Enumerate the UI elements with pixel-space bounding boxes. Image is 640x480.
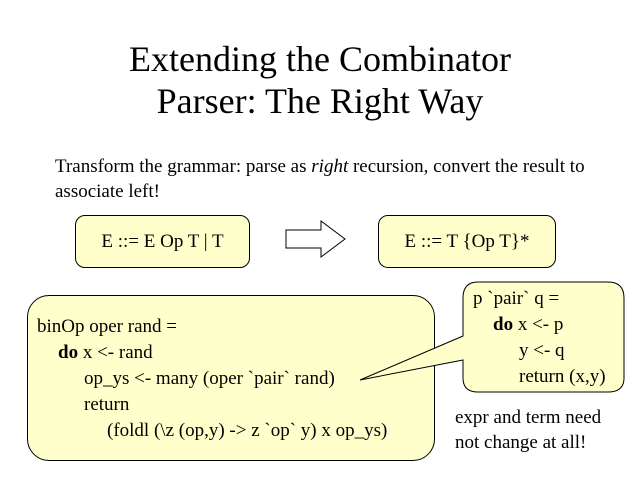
pair-line-1: p `pair` q = bbox=[473, 288, 560, 309]
pair-line-3: y <- q bbox=[519, 340, 565, 361]
intro-before: Transform the grammar: parse as bbox=[55, 156, 312, 177]
grammar-left-box: E ::= E Op T | T bbox=[75, 215, 250, 268]
binop-line-1: binOp oper rand = bbox=[37, 316, 177, 337]
binop-line-2-rest: x <- rand bbox=[78, 342, 153, 363]
note-line-1: expr and term need bbox=[455, 407, 602, 428]
pair-line-2: do x <- p bbox=[493, 312, 563, 338]
pair-do-keyword: do bbox=[493, 314, 514, 335]
intro-text: Transform the grammar: parse as right re… bbox=[55, 154, 615, 204]
slide-title: Extending the Combinator Parser: The Rig… bbox=[0, 38, 640, 122]
transform-arrow-icon bbox=[285, 220, 346, 258]
binop-line-5: (foldl (\z (op,y) -> z `op` y) x op_ys) bbox=[107, 420, 388, 441]
binop-line-2: do x <- rand bbox=[58, 340, 153, 366]
intro-after: recursion, convert the result to associa… bbox=[55, 156, 585, 202]
grammar-left-text: E ::= E Op T | T bbox=[101, 231, 224, 252]
binop-line-3: op_ys <- many (oper `pair` rand) bbox=[84, 368, 335, 389]
title-line-1: Extending the Combinator bbox=[129, 39, 511, 79]
note-line-2: not change at all! bbox=[455, 432, 587, 453]
note-text: expr and term need not change at all! bbox=[455, 405, 635, 455]
binop-do-keyword: do bbox=[58, 342, 79, 363]
grammar-right-box: E ::= T {Op T}* bbox=[378, 215, 556, 268]
intro-emphasis: right bbox=[311, 156, 349, 177]
pair-line-4: return (x,y) bbox=[519, 366, 606, 387]
pair-line-2-rest: x <- p bbox=[513, 314, 564, 335]
grammar-right-text: E ::= T {Op T}* bbox=[404, 231, 530, 252]
binop-line-4: return bbox=[84, 394, 130, 415]
title-line-2: Parser: The Right Way bbox=[156, 81, 484, 121]
